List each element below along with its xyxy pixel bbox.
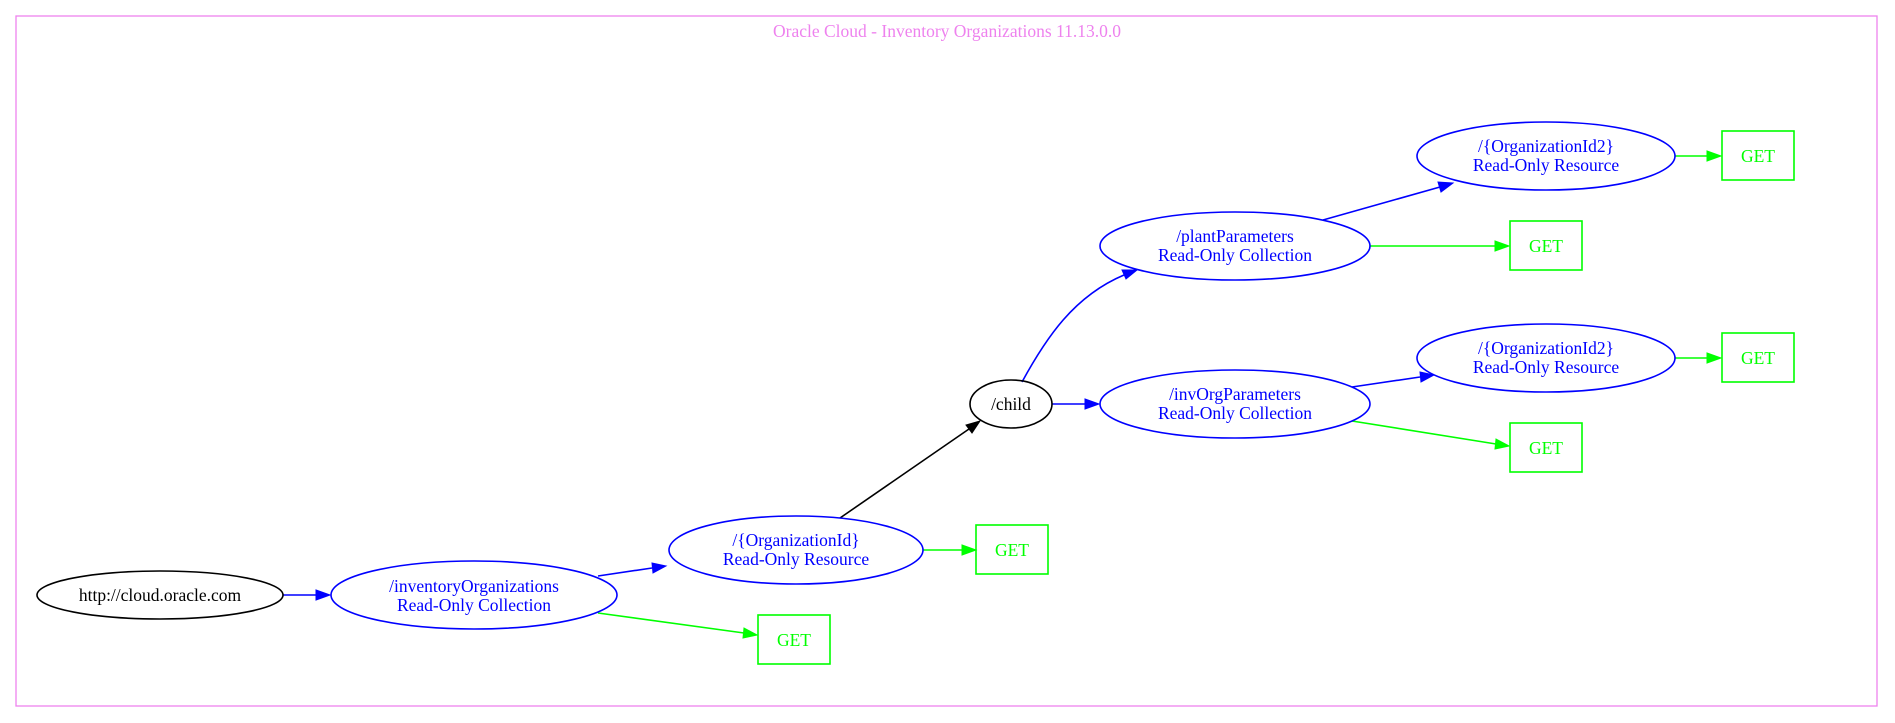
inv-org-parameters-path: /invOrgParameters — [1169, 384, 1301, 404]
inventory-organizations-get-label: GET — [777, 630, 811, 650]
plant-organization-id2-path: /{OrganizationId2} — [1478, 136, 1614, 156]
root-node-label: http://cloud.oracle.com — [79, 585, 242, 605]
root-node[interactable]: http://cloud.oracle.com — [36, 570, 284, 620]
inv-organization-id2-get-label: GET — [1741, 348, 1775, 368]
edge-inv-org-parameters-to-get — [1351, 420, 1511, 450]
edge-plant-parameters-to-organization-id2 — [1322, 181, 1455, 221]
organization-id-path: /{OrganizationId} — [732, 530, 859, 550]
plant-parameters-kind: Read-Only Collection — [1158, 245, 1312, 265]
organization-id-kind: Read-Only Resource — [723, 549, 870, 569]
child-node[interactable]: /child — [969, 379, 1053, 429]
edge-organization-id-to-get — [923, 544, 978, 556]
inv-organization-id2-get-node[interactable]: GET — [1721, 332, 1795, 383]
inv-organization-id2-kind: Read-Only Resource — [1473, 357, 1620, 377]
edge-inv-organization-id2-to-get — [1675, 352, 1723, 364]
diagram-title: Oracle Cloud - Inventory Organizations 1… — [773, 21, 1121, 41]
plant-organization-id2-node[interactable]: /{OrganizationId2} Read-Only Resource — [1416, 121, 1676, 191]
inv-org-parameters-get-node[interactable]: GET — [1509, 422, 1583, 473]
edge-plant-parameters-to-get — [1370, 240, 1511, 252]
edge-organization-id-to-child — [839, 420, 982, 519]
plant-organization-id2-get-node[interactable]: GET — [1721, 130, 1795, 181]
inv-org-parameters-node[interactable]: /invOrgParameters Read-Only Collection — [1099, 369, 1371, 439]
inventory-organizations-get-node[interactable]: GET — [757, 614, 831, 665]
inv-org-parameters-get-label: GET — [1529, 438, 1563, 458]
inventory-organizations-node[interactable]: /inventoryOrganizations Read-Only Collec… — [330, 560, 618, 630]
inventory-organizations-kind: Read-Only Collection — [397, 595, 551, 615]
edge-child-to-inv-org-parameters — [1052, 398, 1101, 410]
organization-id-get-node[interactable]: GET — [975, 524, 1049, 575]
organization-id-node[interactable]: /{OrganizationId} Read-Only Resource — [668, 515, 924, 585]
diagram-frame — [15, 15, 1878, 707]
plant-organization-id2-kind: Read-Only Resource — [1473, 155, 1620, 175]
inv-organization-id2-node[interactable]: /{OrganizationId2} Read-Only Resource — [1416, 323, 1676, 393]
plant-organization-id2-get-label: GET — [1741, 146, 1775, 166]
edge-inv-org-parameters-to-organization-id2 — [1351, 371, 1436, 388]
edge-child-to-plant-parameters — [1021, 269, 1139, 383]
inventory-organizations-path: /inventoryOrganizations — [389, 576, 559, 596]
child-node-label: /child — [991, 394, 1031, 414]
edge-plant-organization-id2-to-get — [1675, 150, 1723, 162]
inv-organization-id2-path: /{OrganizationId2} — [1478, 338, 1614, 358]
edge-inventory-organizations-to-organization-id — [597, 562, 668, 577]
edge-root-to-inventory-organizations — [283, 589, 332, 601]
edge-inventory-organizations-to-get — [597, 612, 759, 639]
plant-parameters-node[interactable]: /plantParameters Read-Only Collection — [1099, 211, 1371, 281]
inv-org-parameters-kind: Read-Only Collection — [1158, 403, 1312, 423]
plant-parameters-get-node[interactable]: GET — [1509, 220, 1583, 271]
plant-parameters-path: /plantParameters — [1176, 226, 1294, 246]
plant-parameters-get-label: GET — [1529, 236, 1563, 256]
organization-id-get-label: GET — [995, 540, 1029, 560]
